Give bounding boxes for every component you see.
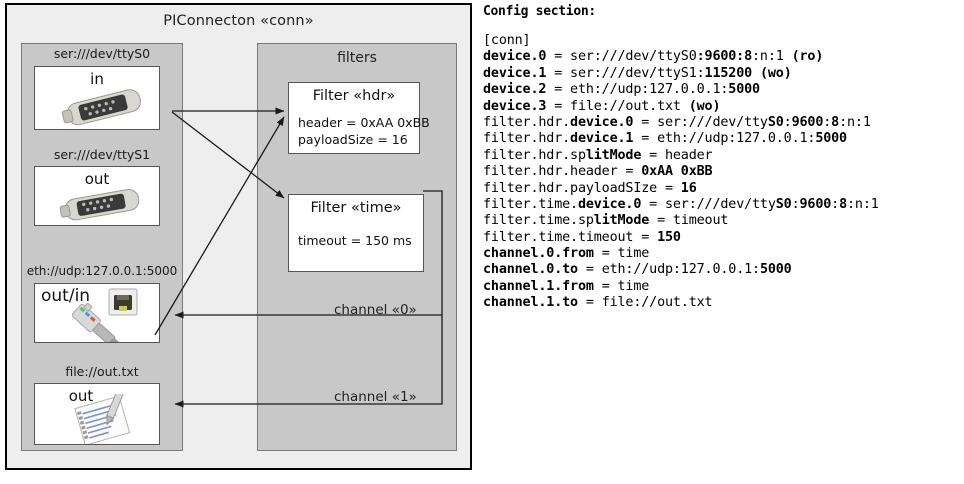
filter-time-title: Filter «time» (310, 200, 402, 216)
devices-panel: ser:///dev/ttyS0 in se (21, 43, 183, 451)
config-section: Config section: [conn]device.0 = ser:///… (483, 4, 961, 312)
device-label-ttyS0: ser:///dev/ttyS0 (53, 46, 151, 61)
text-document-icon (74, 394, 131, 444)
config-line: filter.time.device.0 = ser:///dev/ttyS0:… (483, 196, 879, 212)
filters-panel: filters Filter «hdr» header = 0xAA 0xBB … (257, 43, 457, 451)
channel-1-label: channel «1» (334, 389, 417, 405)
config-line: device.0 = ser:///dev/ttyS0:9600:8:n:1 (… (483, 49, 824, 65)
config-lines: [conn]device.0 = ser:///dev/ttyS0:9600:8… (483, 33, 961, 312)
filter-time-prop-timeout: timeout = 150 ms (298, 233, 412, 248)
config-line: channel.1.from = time (483, 278, 650, 294)
config-line: filter.hdr.payloadSIze = 16 (483, 180, 697, 196)
ethernet-jack-icon (71, 288, 138, 342)
filter-box-hdr[interactable]: Filter «hdr» header = 0xAA 0xBB payloadS… (288, 82, 430, 154)
config-line: channel.0.from = time (483, 246, 650, 262)
config-heading: Config section: (483, 4, 596, 19)
device-direction-outin: out/in (41, 286, 91, 306)
channel-0-label: channel «0» (334, 302, 417, 318)
serial-port-icon (59, 188, 140, 221)
config-line: channel.0.to = eth://udp:127.0.0.1:5000 (483, 262, 792, 278)
device-box-eth[interactable]: out/in (34, 283, 160, 343)
config-line: device.2 = eth://udp:127.0.0.1:5000 (483, 82, 760, 98)
device-box-ttyS1[interactable]: out (34, 166, 160, 226)
config-line: device.1 = ser:///dev/ttyS1:115200 (wo) (483, 65, 792, 81)
config-line: filter.hdr.header = 0xAA 0xBB (483, 164, 713, 180)
device-direction-out-ser: out (84, 170, 110, 188)
device-direction-in: in (90, 70, 104, 88)
device-box-file[interactable]: out (34, 383, 160, 445)
filter-box-time[interactable]: Filter «time» timeout = 150 ms (288, 194, 424, 272)
config-line: filter.hdr.device.0 = ser:///dev/ttyS0:9… (483, 114, 871, 130)
filter-hdr-prop-payloadsize: payloadSize = 16 (298, 132, 408, 147)
config-line: [conn] (483, 33, 531, 48)
config-line: channel.1.to = file://out.txt (483, 295, 713, 311)
diagram-title: PIConnecton «conn» (163, 13, 314, 29)
device-direction-out-file: out (68, 387, 94, 405)
device-label-file: file://out.txt (65, 364, 139, 379)
filter-hdr-title: Filter «hdr» (312, 88, 396, 104)
filter-hdr-prop-header: header = 0xAA 0xBB (298, 115, 430, 130)
config-line: device.3 = file://out.txt (wo) (483, 98, 721, 114)
serial-port-icon (61, 89, 141, 126)
config-line: filter.time.timeout = 150 (483, 229, 681, 245)
connection-diagram: PIConnecton «conn» ser:///dev/ttyS0 in (5, 3, 472, 470)
device-label-ttyS1: ser:///dev/ttyS1 (53, 147, 151, 162)
device-box-ttyS0[interactable]: in (34, 66, 160, 130)
config-line: filter.time.splitMode = timeout (483, 213, 729, 229)
config-line: filter.hdr.device.1 = eth://udp:127.0.0.… (483, 131, 847, 147)
device-label-eth: eth://udp:127.0.0.1:5000 (26, 264, 178, 278)
config-line: filter.hdr.splitMode = header (483, 147, 713, 163)
filters-panel-title: filters (337, 50, 377, 66)
